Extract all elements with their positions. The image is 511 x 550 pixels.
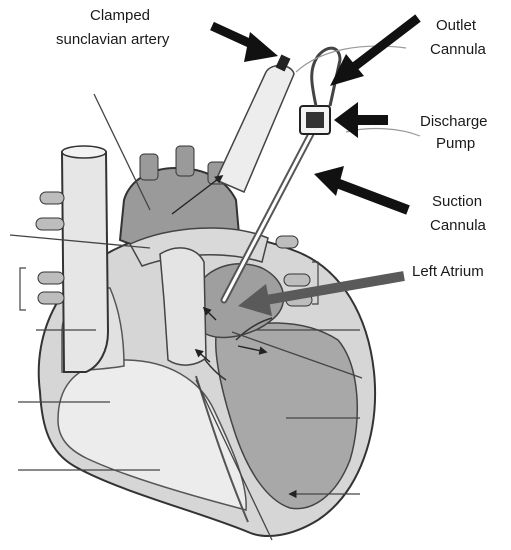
subclavian-artery [214,64,295,193]
left-bracket [19,267,26,311]
ascending-aorta [159,247,207,366]
clamped-callout-arrow [210,21,278,62]
discharge-pump-core [306,112,324,128]
clamped-label-line1: Clamped [90,7,150,24]
pulmonary-vein-stubs-left [35,191,65,305]
clamped-label-line2: sunclavian artery [56,31,170,48]
aortic-branches [139,145,227,185]
suction-label-line2: Cannula [430,217,487,234]
svc-opening [61,145,107,159]
left-atrium-callout-arrow [238,271,405,316]
discharge-label-line2: Pump [436,135,475,152]
outlet-label-line2: Cannula [430,41,487,58]
outlet-label-line1: Outlet [436,17,477,34]
leader-lines [9,93,363,541]
outlet-callout-arrow [330,14,421,86]
left-atrium-label: Left Atrium [412,263,484,280]
superior-vena-cava [60,146,110,373]
discharge-label-line1: Discharge [420,113,488,130]
flow-arrows [171,174,297,499]
suction-callout-arrow [314,166,410,215]
right-bracket [312,261,319,305]
outlet-cannula [310,46,342,107]
discharge-callout-arrow [334,102,388,138]
clamp [275,54,291,72]
suction-cannula-inner [222,130,314,302]
suction-label-line1: Suction [432,193,482,210]
